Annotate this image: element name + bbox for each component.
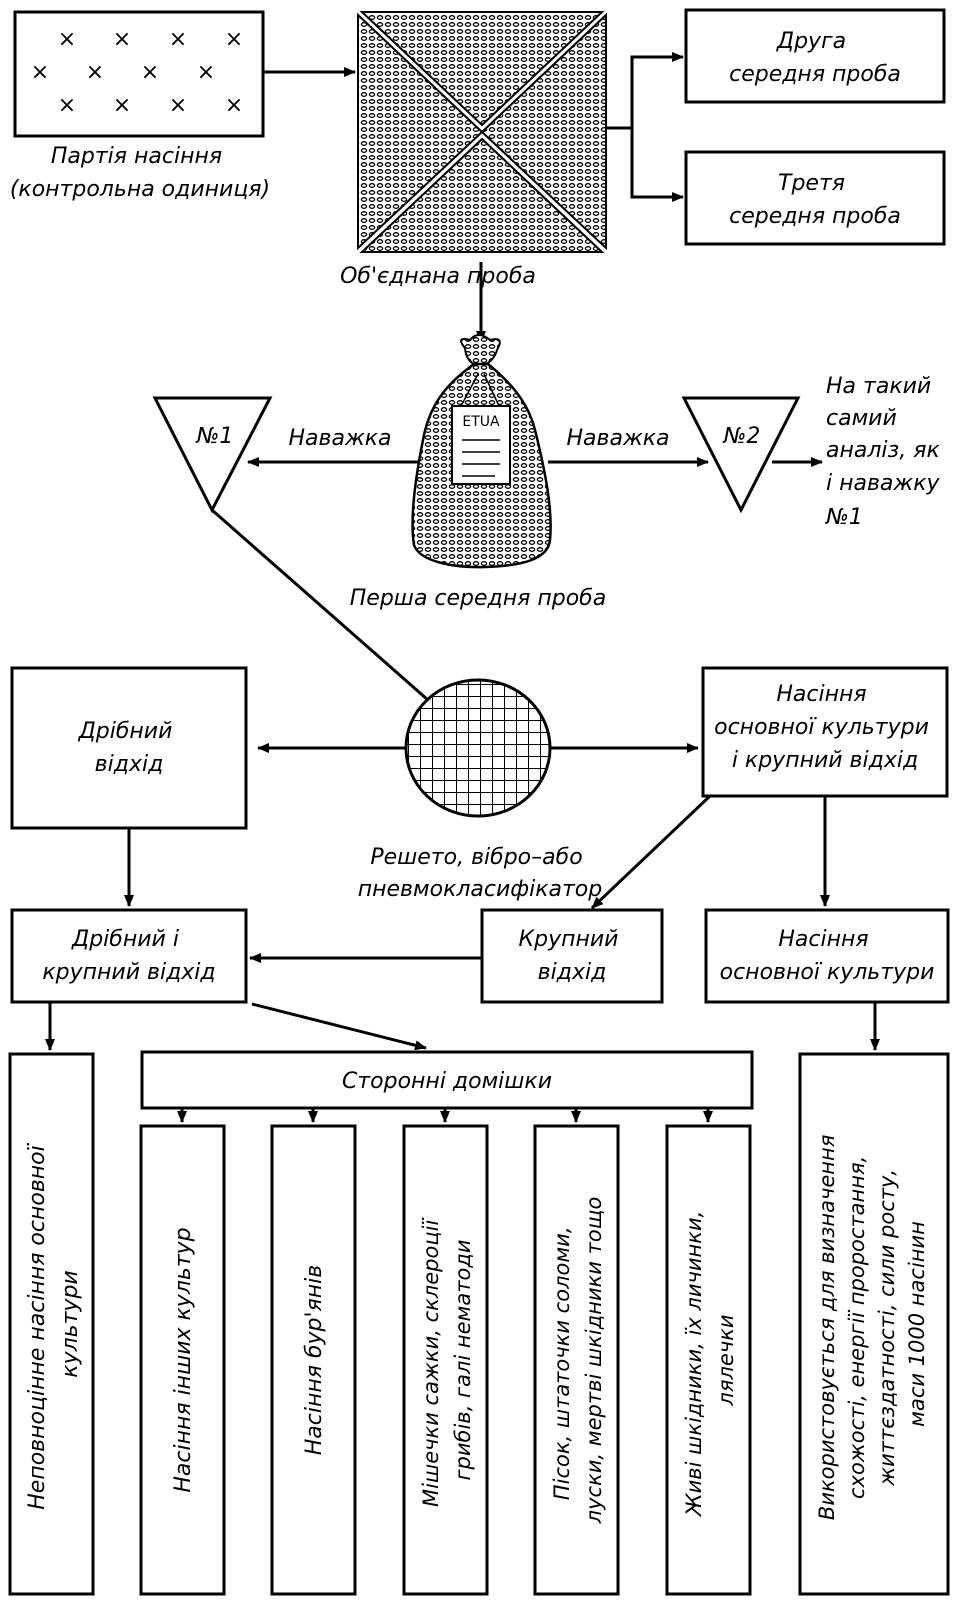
same-analysis-note: На такий самий аналіз, як і наважку №1 bbox=[825, 374, 947, 530]
main-and-large-box: Насіння основної культури і крупний відх… bbox=[701, 666, 949, 798]
small-and-large-waste-box: Дрібний і крупний відхід bbox=[10, 908, 248, 1004]
bag-tag-text: ETUA bbox=[462, 414, 500, 430]
second-sample-box: Друга середня проба bbox=[684, 8, 946, 104]
svg-text:Живі шкідники, їх личинки,: Живі шкідники, їх личинки, лялечки bbox=[682, 1204, 738, 1518]
svg-text:№1: №1 bbox=[196, 424, 234, 449]
svg-text:№2: №2 bbox=[723, 424, 761, 449]
usage-note-box: Використовується для визначення схожості… bbox=[798, 1052, 950, 1596]
weighing-left-label: Наважка bbox=[288, 426, 391, 451]
svg-text:Неповноцінне насіння основної: Неповноцінне насіння основної культури bbox=[25, 1138, 83, 1510]
combined-sample-label: Об'єднана проба bbox=[340, 264, 536, 289]
svg-text:×: × bbox=[169, 27, 187, 52]
svg-text:×: × bbox=[225, 93, 243, 118]
svg-text:×: × bbox=[169, 93, 187, 118]
svg-text:×: × bbox=[58, 27, 76, 52]
first-sample-label: Перша середня проба bbox=[350, 586, 606, 611]
seed-cross-marks: × × × × × × × × × × × × bbox=[31, 27, 243, 118]
arrow-to-large-waste bbox=[590, 794, 712, 910]
large-waste-box: Крупний відхід bbox=[480, 908, 664, 1004]
third-sample-box: Третя середня проба bbox=[684, 150, 946, 246]
svg-text:Дрібний і крупний відхід: Дрібний і крупний відхід bbox=[42, 927, 215, 985]
line-portion-to-sieve bbox=[211, 508, 429, 702]
combined-sample-square bbox=[357, 11, 607, 253]
arrow-to-impurities bbox=[251, 1002, 427, 1051]
other-crops-box: Насіння інших культур bbox=[139, 1124, 226, 1596]
small-waste-box: Дрібний відхід bbox=[10, 666, 248, 830]
defective-seeds-box: Неповноцінне насіння основної культури bbox=[8, 1052, 95, 1596]
svg-text:×: × bbox=[141, 60, 159, 85]
svg-text:Дрібний відхід: Дрібний відхід bbox=[78, 719, 180, 777]
svg-text:Сторонні домішки: Сторонні домішки bbox=[342, 1069, 552, 1094]
svg-text:Мішечки сажки, склероції: Мішечки сажки, склероції грибів, галі не… bbox=[419, 1213, 475, 1507]
svg-text:Насіння основної культур: Насіння основної культури bbox=[720, 927, 935, 985]
arrow-to-second-sample bbox=[606, 52, 684, 130]
sieve-label: Решето, вібро–або пневмокласифікатор bbox=[358, 845, 602, 902]
svg-text:Насіння інших культур: Насіння інших культур bbox=[171, 1227, 196, 1492]
live-pests-box: Живі шкідники, їх личинки, лялечки bbox=[665, 1124, 752, 1596]
svg-text:×: × bbox=[86, 60, 104, 85]
svg-text:Третя середня проба: Третя середня проба bbox=[729, 171, 901, 229]
seed-lot-label: Партія насіння (контрольна одиниця) bbox=[10, 144, 270, 202]
seed-lot-box: × × × × × × × × × × × × bbox=[13, 10, 265, 138]
sample-bag-icon: ETUA bbox=[411, 334, 552, 569]
weeds-box: Насіння бур'янів bbox=[270, 1124, 357, 1596]
svg-text:×: × bbox=[31, 60, 49, 85]
svg-text:Використовується для визначенн: Використовується для визначення схожості… bbox=[815, 1128, 929, 1520]
portion-1-triangle: №1 bbox=[152, 396, 273, 514]
main-seeds-box: Насіння основної культури bbox=[704, 908, 950, 1004]
svg-text:Пісок, штаточки соломи,: Пісок, штаточки соломи, луски, мертві шк… bbox=[550, 1197, 606, 1525]
svg-text:×: × bbox=[113, 93, 131, 118]
svg-text:×: × bbox=[113, 27, 131, 52]
portion-2-triangle: №2 bbox=[681, 396, 801, 514]
weighing-right-label: Наважка bbox=[566, 426, 669, 451]
sieve-icon bbox=[404, 678, 552, 818]
impurities-box: Сторонні домішки bbox=[140, 1050, 754, 1110]
svg-text:×: × bbox=[197, 60, 215, 85]
sand-straw-box: Пісок, штаточки соломи, луски, мертві шк… bbox=[533, 1124, 620, 1596]
svg-text:×: × bbox=[58, 93, 76, 118]
arrow-to-third-sample bbox=[630, 128, 684, 202]
svg-text:×: × bbox=[225, 27, 243, 52]
svg-text:Насіння бур'янів: Насіння бур'янів bbox=[302, 1265, 327, 1456]
svg-text:Крупний відхід: Крупний відхід bbox=[519, 927, 626, 985]
smut-sclerotia-box: Мішечки сажки, склероції грибів, галі не… bbox=[402, 1124, 489, 1596]
svg-text:Друга середня проба: Друга середня проба bbox=[729, 29, 901, 87]
svg-text:Насіння основної культур: Насіння основної культури і крупний відх… bbox=[714, 682, 936, 773]
